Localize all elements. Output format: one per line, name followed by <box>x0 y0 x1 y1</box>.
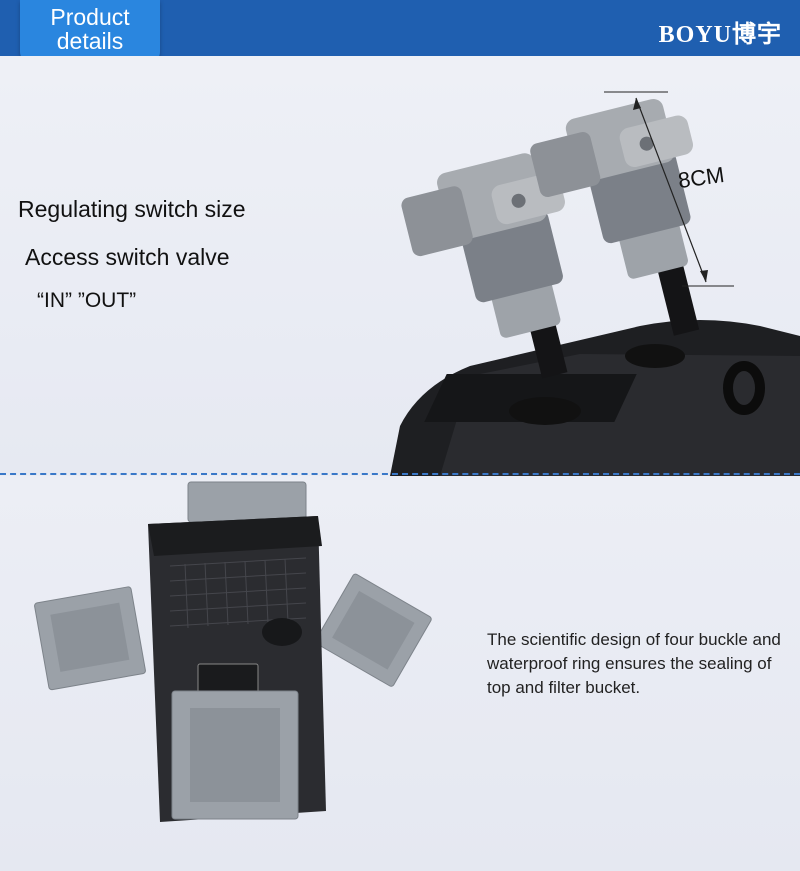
valve-illustration <box>390 91 800 476</box>
product-details-tab[interactable]: Product details <box>20 0 160 62</box>
tab-label-line1: Product <box>50 4 130 30</box>
bucket-description: The scientific design of four buckle and… <box>487 630 781 697</box>
access-switch-text: Access switch valve <box>25 244 230 270</box>
tab-label-line2: details <box>56 28 124 54</box>
brand-logo: BOYU博宇 <box>658 22 782 48</box>
section-divider <box>0 473 800 475</box>
bucket-illustration <box>34 481 432 822</box>
regulating-switch-text: Regulating switch size <box>18 196 246 222</box>
in-out-text: “IN” ”OUT” <box>37 289 137 312</box>
